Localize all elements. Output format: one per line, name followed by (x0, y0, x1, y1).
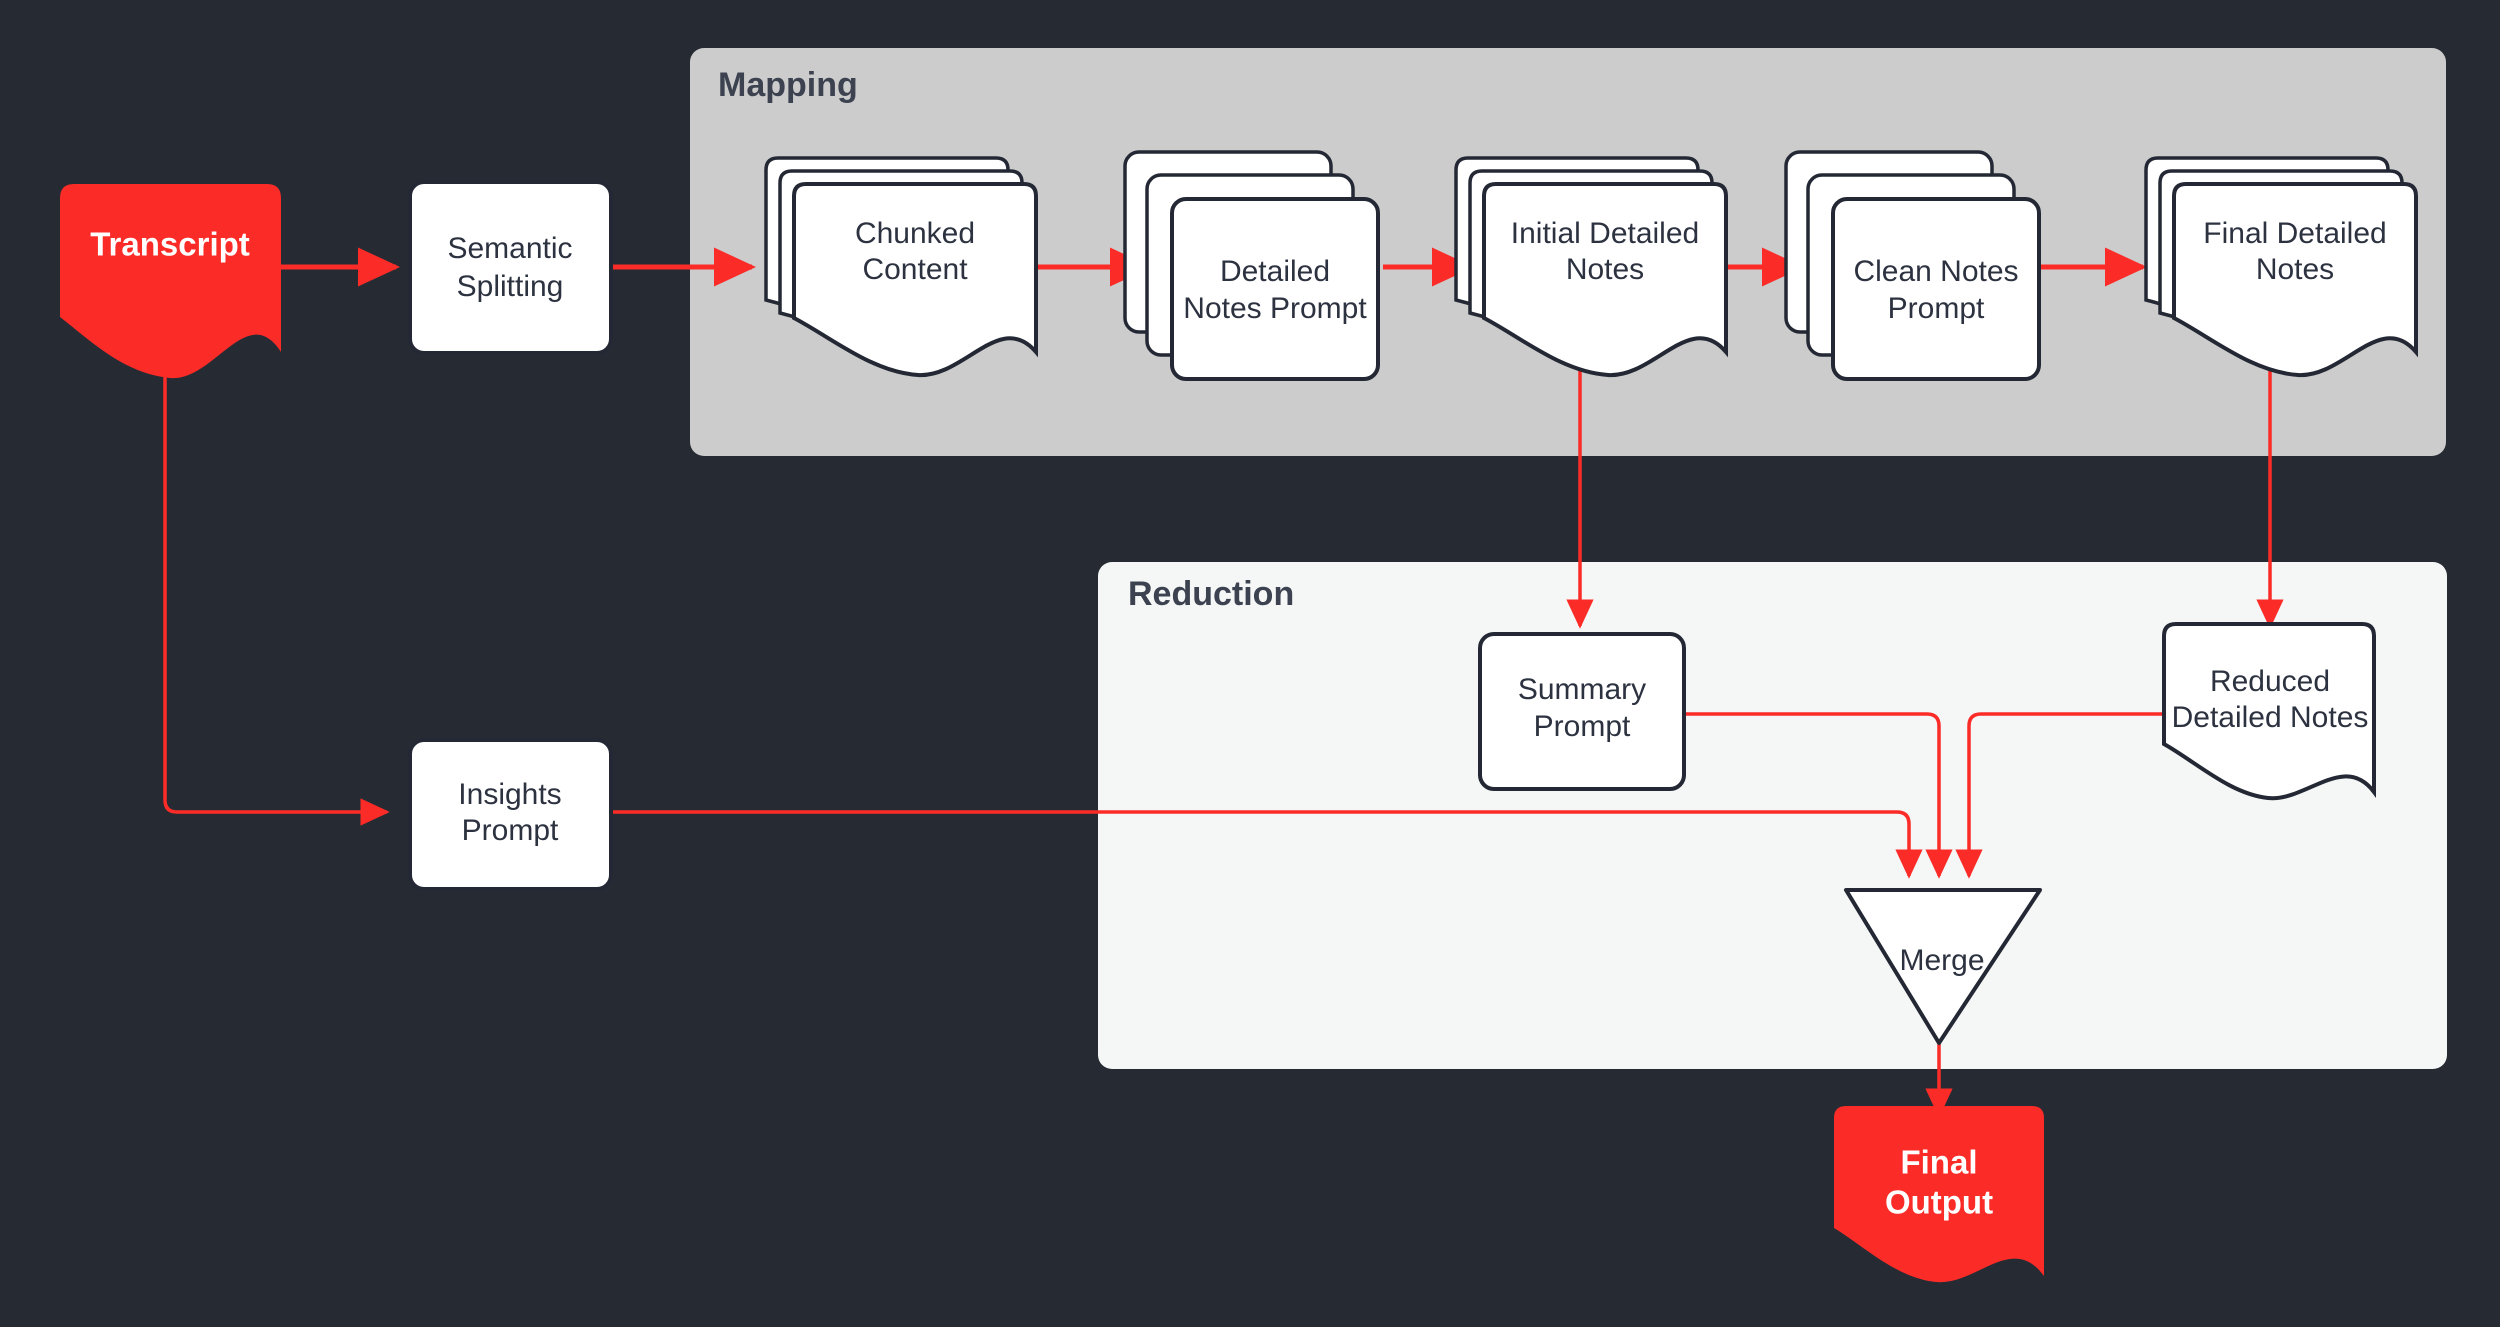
node-chunked-content-label-line2: Content (862, 253, 968, 286)
node-final-detailed-notes-label-line1: Final Detailed (2203, 217, 2386, 250)
node-summary-prompt[interactable]: Summary Prompt (1478, 632, 1686, 791)
edge-transcript-to-insights-prompt (163, 345, 390, 826)
node-clean-notes-prompt-label-line1: Clean Notes (1853, 255, 2018, 288)
node-semantic-splitting[interactable]: Semantic Splitting (408, 180, 613, 355)
node-final-detailed-notes-label-line2: Notes (2256, 253, 2334, 286)
edge-insights-prompt-to-merge (611, 810, 1923, 879)
node-clean-notes-prompt[interactable]: Clean Notes Prompt (1784, 150, 2041, 381)
node-transcript-label: Transcript (90, 226, 250, 263)
node-final-detailed-notes-front-layer (2172, 182, 2418, 378)
node-final-detailed-notes[interactable]: Final Detailed Notes (2144, 156, 2418, 378)
node-insights-prompt-label-line2: Prompt (462, 814, 559, 847)
group-reduction-background (1098, 562, 2447, 1069)
node-final-output-label-line1: Final (1900, 1144, 1977, 1181)
node-transcript[interactable]: Transcript (60, 184, 281, 379)
node-insights-prompt-shape (408, 738, 613, 891)
node-initial-detailed-notes-label-line1: Initial Detailed (1511, 217, 1699, 250)
node-summary-prompt-shape (1478, 632, 1686, 791)
node-reduced-detailed-notes-shape (2162, 622, 2376, 801)
node-merge[interactable]: Merge (1844, 888, 2042, 1045)
node-initial-detailed-notes[interactable]: Initial Detailed Notes (1454, 156, 1728, 378)
node-summary-prompt-label-line1: Summary (1518, 673, 1646, 706)
node-merge-shape (1844, 888, 2042, 1045)
node-semantic-splitting-label-line1: Semantic (447, 232, 572, 265)
node-insights-prompt[interactable]: Insights Prompt (408, 738, 613, 891)
node-chunked-content-front-layer (792, 182, 1038, 378)
node-reduced-detailed-notes-label-line2: Detailed Notes (2172, 701, 2369, 734)
node-detailed-notes-prompt[interactable]: Detailed Notes Prompt (1123, 150, 1380, 381)
node-initial-detailed-notes-label-line2: Notes (1566, 253, 1644, 286)
node-semantic-splitting-shape (408, 180, 613, 355)
node-initial-detailed-notes-front-layer (1482, 182, 1728, 378)
group-mapping-title: Mapping (718, 66, 858, 104)
node-semantic-splitting-label-line2: Splitting (457, 270, 564, 303)
node-chunked-content-label-line1: Chunked (855, 217, 975, 250)
group-reduction-title: Reduction (1128, 575, 1294, 613)
node-detailed-notes-prompt-front-layer (1170, 197, 1380, 381)
node-chunked-content[interactable]: Chunked Content (764, 156, 1038, 378)
node-final-output-shape (1834, 1106, 2044, 1283)
node-reduced-detailed-notes-label-line1: Reduced (2210, 665, 2330, 698)
node-detailed-notes-prompt-label-line1: Detailed (1220, 255, 1330, 288)
node-final-output[interactable]: Final Output (1834, 1106, 2044, 1283)
node-summary-prompt-label-line2: Prompt (1534, 710, 1631, 743)
node-merge-label: Merge (1899, 944, 1984, 977)
node-reduced-detailed-notes[interactable]: Reduced Detailed Notes (2162, 622, 2376, 801)
node-clean-notes-prompt-front-layer (1831, 197, 2041, 381)
node-clean-notes-prompt-label-line2: Prompt (1888, 292, 1985, 325)
node-final-output-label-line2: Output (1885, 1184, 1993, 1221)
node-transcript-shape (60, 184, 281, 379)
edge-summary-prompt-to-merge (1684, 712, 1953, 879)
group-reduction: Reduction (1098, 562, 2447, 1069)
node-detailed-notes-prompt-label-line2: Notes Prompt (1183, 292, 1367, 325)
edge-reduced-detailed-notes-to-merge (1955, 712, 2164, 879)
node-insights-prompt-label-line1: Insights (458, 778, 561, 811)
